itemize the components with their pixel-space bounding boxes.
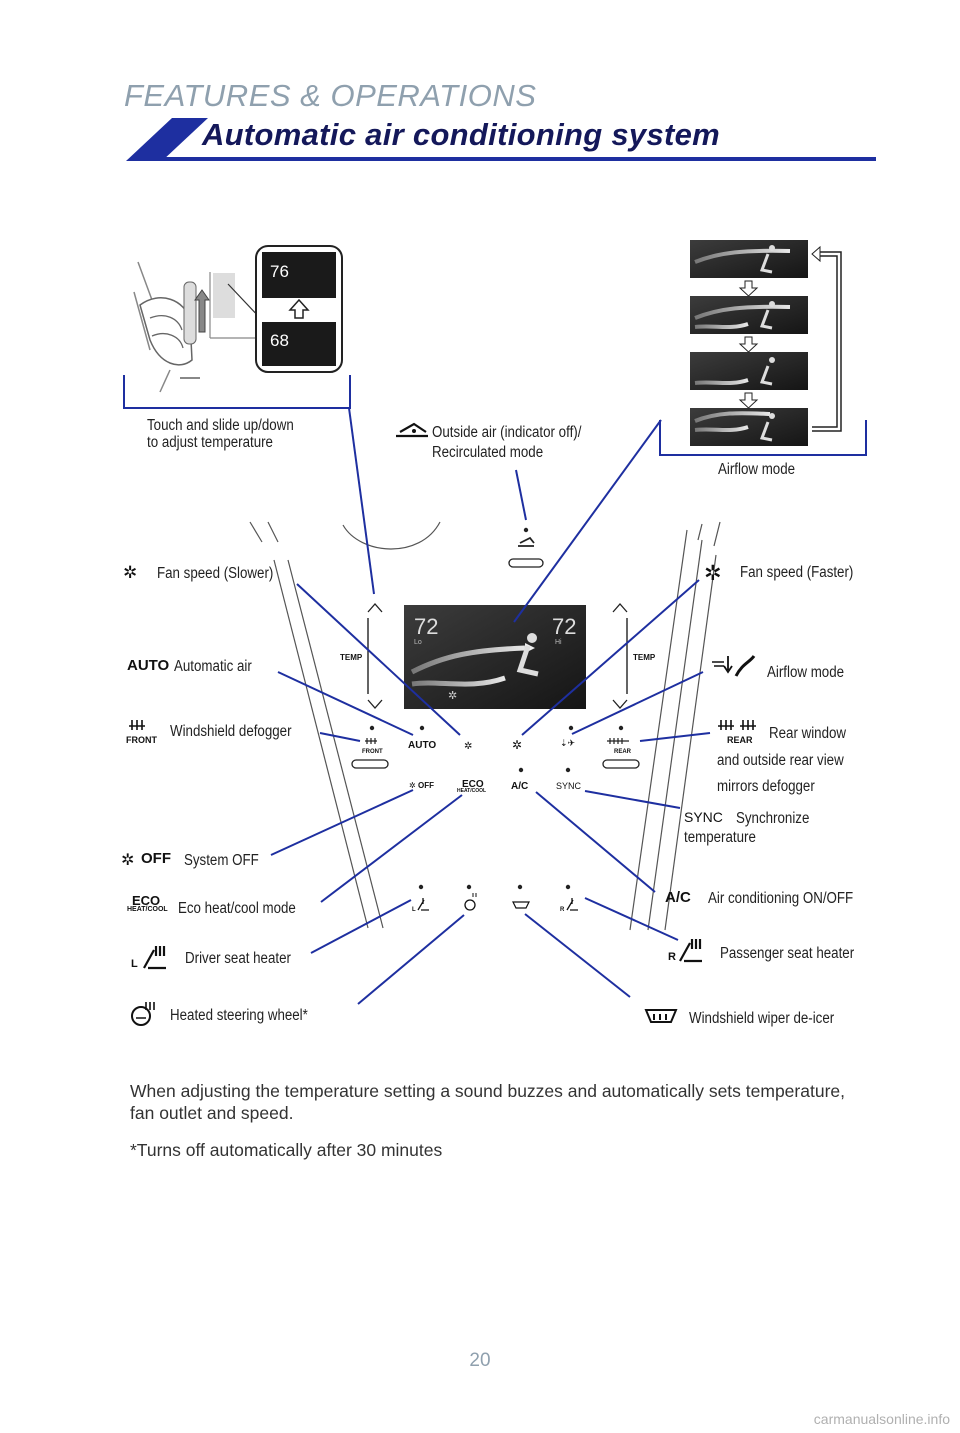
rear-defog-button[interactable]: REAR	[607, 738, 632, 755]
front-label-text: FRONT	[126, 735, 157, 745]
recirculate-button[interactable]	[508, 558, 544, 568]
climate-display: 72 72 Lo Hi ✲	[404, 605, 586, 709]
fan-faster-icon: ✲	[704, 562, 722, 585]
footnote: *Turns off automatically after 30 minute…	[130, 1140, 443, 1160]
eco-label-icon: ECO	[132, 893, 161, 908]
l-label-text: L	[131, 958, 138, 970]
svg-text:Hi: Hi	[555, 639, 562, 646]
airflow-mode-illustration	[690, 240, 842, 446]
eco-button[interactable]: ECO HEAT/COOL	[457, 779, 486, 794]
rear-defog-bar[interactable]	[602, 759, 640, 769]
driver-seat-label: Driver seat heater	[185, 950, 291, 967]
svg-text:TEMP: TEMP	[340, 653, 363, 662]
page-number: 20	[469, 1350, 491, 1371]
rear-window-label-2: and outside rear view	[717, 752, 844, 769]
wiper-deicer-label: Windshield wiper de-icer	[689, 1010, 835, 1027]
front-defog-label-icon	[129, 720, 145, 730]
rear-window-label-3: mirrors defogger	[717, 778, 815, 795]
auto-button[interactable]: AUTO	[408, 740, 436, 751]
temp-high-value: 76	[270, 262, 289, 281]
section-title: FEATURES & OPERATIONS	[124, 78, 537, 113]
svg-text:REAR: REAR	[614, 749, 632, 755]
sync-button[interactable]: SYNC	[556, 781, 582, 791]
callout-lines	[270, 407, 711, 1005]
fan-slower-icon: ✲	[123, 563, 137, 582]
system-off-label: System OFF	[184, 852, 259, 869]
dashboard-outline	[249, 521, 721, 931]
rear-window-label-1: Rear window	[769, 725, 847, 742]
watermark: carmanualsonline.info	[813, 1411, 950, 1427]
arrow-up-icon	[288, 298, 310, 319]
r-label-text: R	[668, 951, 676, 963]
fan-faster-button[interactable]: ✲	[512, 738, 522, 752]
outside-air-label-2: Recirculated mode	[432, 444, 544, 461]
fan-slower-button[interactable]: ✲	[464, 741, 472, 752]
svg-text:✲: ✲	[409, 781, 416, 790]
passenger-seat-label: Passenger seat heater	[720, 945, 855, 962]
svg-text:✲: ✲	[448, 690, 457, 702]
left-temp-value: 72	[414, 614, 438, 639]
airflow-mode-label: Airflow mode	[767, 664, 845, 681]
svg-text:ECO: ECO	[462, 779, 484, 790]
temp-slider-left[interactable]: TEMP	[340, 603, 383, 709]
page-title: Automatic air conditioning system	[202, 117, 721, 152]
outside-air-label-1: Outside air (indicator off)/	[432, 424, 582, 441]
touch-caption-1: Touch and slide up/down	[147, 417, 294, 434]
ac-onoff-label: Air conditioning ON/OFF	[708, 890, 854, 907]
title-banner	[126, 118, 876, 161]
ac-label-icon: A/C	[665, 889, 691, 906]
temp-slider-right[interactable]: TEMP	[612, 603, 656, 709]
auto-label-icon: AUTO	[127, 657, 170, 674]
passenger-seat-label-icon	[679, 939, 702, 963]
sync-label-2: temperature	[684, 829, 756, 846]
airflow-mode-button[interactable]: ⇣✈	[560, 738, 576, 748]
svg-text:FRONT: FRONT	[362, 749, 383, 755]
touch-slider-illustration: 76 68	[133, 245, 343, 393]
system-off-label-icon: ✲	[121, 852, 134, 869]
driver-seat-label-icon	[143, 946, 166, 970]
sync-label-1: Synchronize	[736, 810, 810, 827]
ac-button[interactable]: A/C	[511, 781, 528, 792]
svg-text:OFF: OFF	[418, 781, 434, 790]
recirculate-icon	[518, 536, 535, 547]
temp-low-value: 68	[270, 331, 289, 350]
sync-label-icon: SYNC	[684, 809, 723, 825]
fan-slower-label: Fan speed (Slower)	[157, 565, 274, 582]
off-label-icon: OFF	[141, 850, 171, 867]
eco-mode-label: Eco heat/cool mode	[178, 900, 296, 917]
touch-caption-2: to adjust temperature	[147, 434, 273, 451]
svg-text:TEMP: TEMP	[633, 653, 656, 662]
right-temp-value: 72	[552, 614, 576, 639]
body-paragraph: When adjusting the temperature setting a…	[130, 1081, 845, 1123]
front-defog-button[interactable]: FRONT	[362, 738, 383, 755]
steering-label-icon	[131, 1002, 155, 1026]
rear-defog-label-icon	[718, 720, 756, 730]
automatic-air-label: Automatic air	[174, 658, 252, 675]
rear-label-text: REAR	[727, 735, 753, 745]
svg-text:HEAT/COOL: HEAT/COOL	[457, 788, 486, 794]
fan-faster-label: Fan speed (Faster)	[740, 564, 854, 581]
front-defog-bar[interactable]	[351, 759, 389, 769]
steering-label: Heated steering wheel*	[170, 1007, 308, 1024]
passenger-seat-button[interactable]: R	[560, 898, 578, 913]
airflow-label-icon	[712, 655, 756, 677]
airflow-mode-caption: Airflow mode	[718, 461, 796, 478]
recirculate-label-icon	[396, 422, 428, 438]
steering-heat-button[interactable]	[464, 893, 477, 911]
wiper-deicer-button[interactable]	[512, 901, 530, 909]
driver-seat-button[interactable]: L	[412, 898, 429, 913]
svg-text:L: L	[412, 907, 416, 913]
svg-text:Lo: Lo	[414, 639, 422, 646]
wiper-label-icon	[644, 1009, 678, 1023]
eco-label-sub: HEAT/COOL	[127, 906, 168, 913]
svg-text:R: R	[560, 907, 565, 913]
system-off-button[interactable]: ✲ OFF	[409, 781, 434, 790]
windshield-defogger-label: Windshield defogger	[170, 723, 292, 740]
